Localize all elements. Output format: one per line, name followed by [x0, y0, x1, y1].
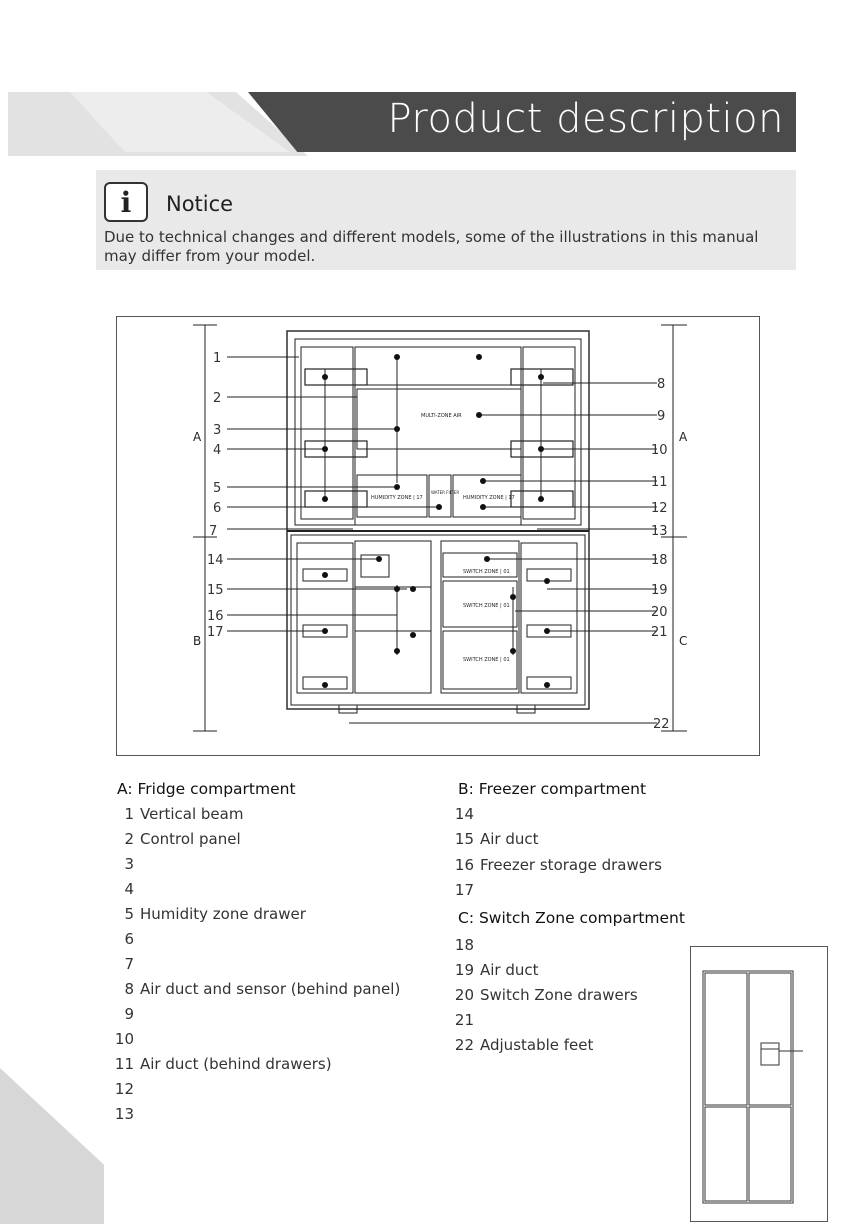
legend-label: Air duct (behind drawers)	[140, 1055, 332, 1073]
legend-label: Vertical beam	[140, 805, 243, 823]
page-corner-decoration	[0, 1068, 104, 1224]
zone-label-a-right: A	[679, 430, 688, 444]
legend-number: 11	[106, 1055, 134, 1073]
zone-label-b: B	[193, 634, 201, 648]
switch-section-title: C: Switch Zone compartment	[458, 909, 685, 927]
callout-11: 11	[651, 475, 668, 490]
legend-number: 4	[106, 880, 134, 898]
legend-number: 17	[446, 881, 474, 899]
switch-zone-1-label: SWITCH ZONE | 01	[463, 569, 510, 575]
legend-item: 11 Air duct (behind drawers)	[106, 1055, 332, 1073]
legend-label: Humidity zone drawer	[140, 905, 306, 923]
humidity-right-label: HUMIDITY ZONE | 17	[463, 495, 515, 501]
legend-item: 16 Freezer storage drawers	[446, 856, 662, 874]
legend-item: 3	[106, 855, 140, 873]
legend-item: 6	[106, 930, 140, 948]
legend-number: 18	[446, 936, 474, 954]
fridge-diagram: A B A C 1 2 3 4 5 6 7 14 15 16 17 8 9 10…	[116, 316, 760, 756]
legend-item: 12	[106, 1080, 140, 1098]
callout-10: 10	[651, 443, 668, 458]
callout-21: 21	[651, 625, 668, 640]
legend-label: Switch Zone drawers	[480, 986, 638, 1004]
info-icon: i	[104, 182, 148, 222]
legend-item: 14	[446, 805, 480, 823]
legend-number: 14	[446, 805, 474, 823]
legend-item: 9	[106, 1005, 140, 1023]
fridge-exterior-thumbnail	[690, 946, 828, 1222]
legend-label: Adjustable feet	[480, 1036, 593, 1054]
zone-label-c: C	[679, 634, 687, 648]
callout-2: 2	[213, 391, 221, 406]
fridge-diagram-svg: A B A C 1 2 3 4 5 6 7 14 15 16 17 8 9 10…	[117, 317, 761, 757]
legend-item: 7	[106, 955, 140, 973]
callout-22: 22	[653, 717, 670, 732]
callout-14: 14	[207, 553, 224, 568]
legend-number: 7	[106, 955, 134, 973]
callout-12: 12	[651, 501, 668, 516]
legend-item: 15 Air duct	[446, 830, 539, 848]
legend-item: 5 Humidity zone drawer	[106, 905, 306, 923]
legend-number: 13	[106, 1105, 134, 1123]
fridge-exterior-illustration	[691, 947, 829, 1223]
legend-number: 19	[446, 961, 474, 979]
legend-item: 4	[106, 880, 140, 898]
legend-number: 15	[446, 830, 474, 848]
humidity-left-label: HUMIDITY ZONE | 17	[371, 495, 423, 501]
callout-19: 19	[651, 583, 668, 598]
legend-number: 16	[446, 856, 474, 874]
callout-18: 18	[651, 553, 668, 568]
callout-3: 3	[213, 423, 221, 438]
legend-number: 8	[106, 980, 134, 998]
fridge-section-title: A: Fridge compartment	[117, 780, 296, 798]
legend-item: 10	[106, 1030, 140, 1048]
callout-1: 1	[213, 351, 221, 366]
legend-item: 13	[106, 1105, 140, 1123]
legend-item: 1 Vertical beam	[106, 805, 243, 823]
callout-20: 20	[651, 605, 668, 620]
legend-item: 22 Adjustable feet	[446, 1036, 593, 1054]
legend-number: 2	[106, 830, 134, 848]
legend-item: 21	[446, 1011, 480, 1029]
page-title: Product description	[388, 96, 785, 142]
notice-text: Due to technical changes and different m…	[104, 228, 794, 266]
legend-number: 9	[106, 1005, 134, 1023]
legend-number: 1	[106, 805, 134, 823]
legend-number: 20	[446, 986, 474, 1004]
callout-15: 15	[207, 583, 224, 598]
legend-label: Air duct	[480, 961, 539, 979]
legend-number: 5	[106, 905, 134, 923]
legend-item: 18	[446, 936, 480, 954]
legend-label: Air duct	[480, 830, 539, 848]
callout-8: 8	[657, 377, 665, 392]
freezer-section-title: B: Freezer compartment	[458, 780, 646, 798]
callout-4: 4	[213, 443, 221, 458]
legend-number: 10	[106, 1030, 134, 1048]
callout-6: 6	[213, 501, 221, 516]
legend-number: 21	[446, 1011, 474, 1029]
legend-label: Control panel	[140, 830, 241, 848]
legend-number: 3	[106, 855, 134, 873]
legend-number: 12	[106, 1080, 134, 1098]
notice-title: Notice	[166, 192, 233, 216]
zone-label-a-left: A	[193, 430, 202, 444]
callout-17: 17	[207, 625, 224, 640]
legend-item: 17	[446, 881, 480, 899]
water-filter-label: WATER FILTER	[431, 490, 459, 495]
legend-item: 2 Control panel	[106, 830, 241, 848]
legend-label: Air duct and sensor (behind panel)	[140, 980, 400, 998]
legend-item: 8 Air duct and sensor (behind panel)	[106, 980, 400, 998]
callout-13: 13	[651, 524, 668, 539]
callout-7: 7	[209, 524, 217, 539]
callout-16: 16	[207, 609, 224, 624]
multi-zone-label: MULTI-ZONE AIR	[421, 413, 462, 419]
legend-item: 20 Switch Zone drawers	[446, 986, 638, 1004]
callout-5: 5	[213, 481, 221, 496]
legend-label: Freezer storage drawers	[480, 856, 662, 874]
switch-zone-3-label: SWITCH ZONE | 01	[463, 657, 510, 663]
legend-number: 6	[106, 930, 134, 948]
legend-item: 19 Air duct	[446, 961, 539, 979]
callout-9: 9	[657, 409, 665, 424]
legend-number: 22	[446, 1036, 474, 1054]
switch-zone-2-label: SWITCH ZONE | 01	[463, 603, 510, 609]
